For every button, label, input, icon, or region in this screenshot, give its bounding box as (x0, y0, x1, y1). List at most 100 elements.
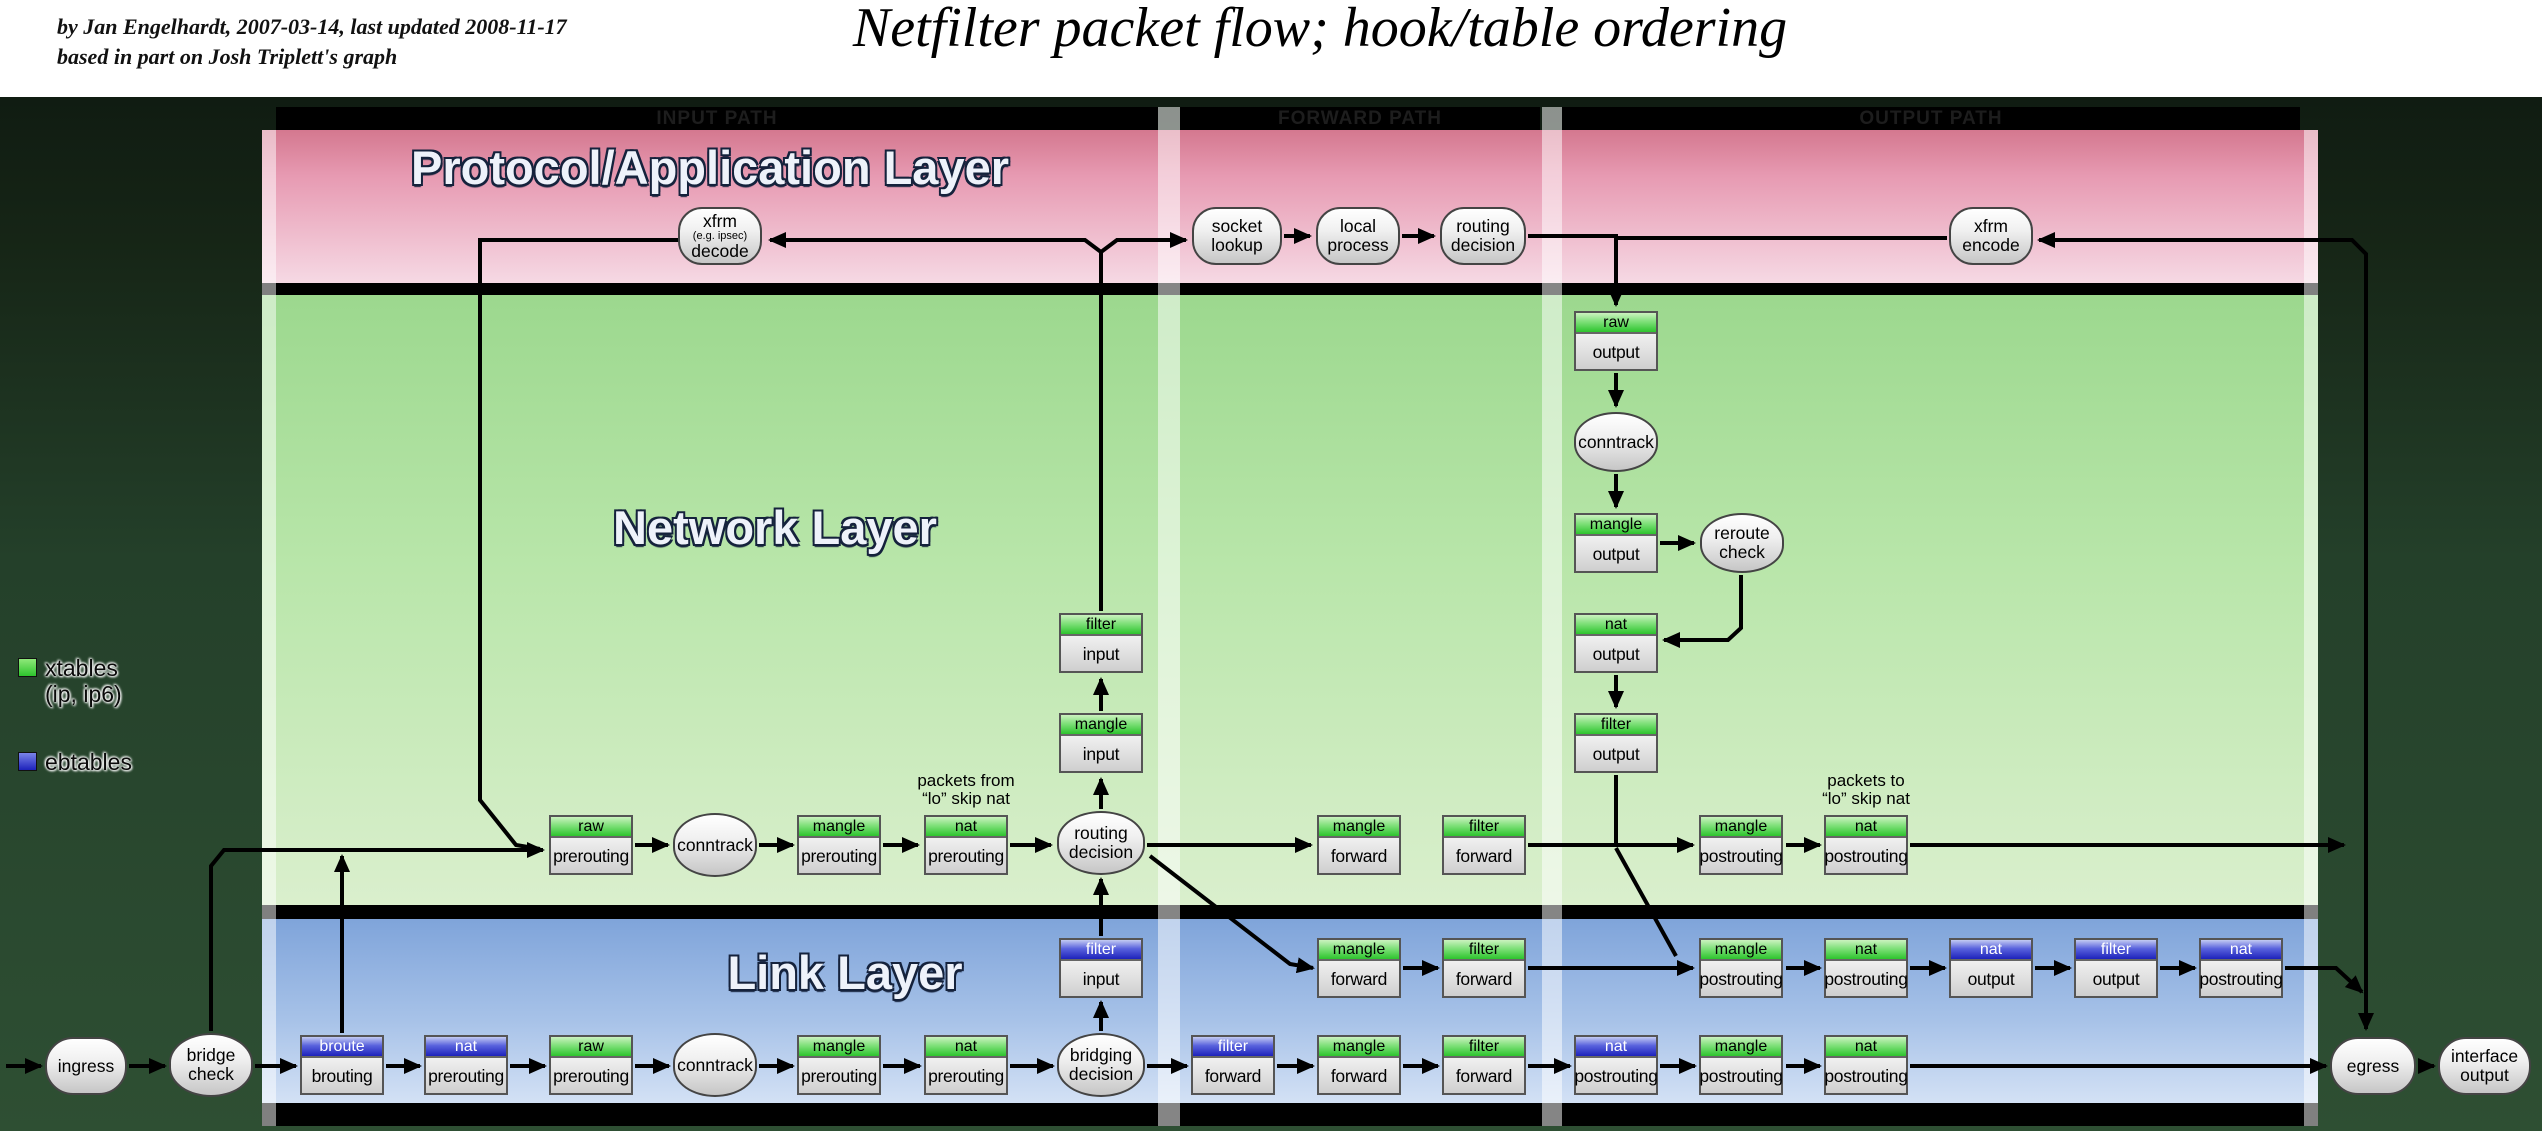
filter-forward-net-table: filter (1444, 817, 1524, 838)
note-packets-to-lo-line1: packets to (1827, 771, 1905, 790)
filter-forward-eb-chain: forward (1204, 1066, 1262, 1086)
mangle-input-net-chain: input (1082, 744, 1120, 764)
nat-postrouting-eb-out: nat postrouting (1574, 1035, 1658, 1095)
mangle-prerouting-net-table: mangle (799, 817, 879, 838)
column-gap-strip-2 (1542, 107, 1562, 1126)
raw-output-chain: output (1592, 342, 1640, 362)
xtables-green-swatch (18, 658, 37, 677)
filter-forward-br-table: filter (1444, 1037, 1524, 1058)
bridge-check-label: bridge (186, 1045, 236, 1065)
xfrm-decode-label: xfrm (702, 210, 738, 231)
mangle-postrouting-net-chain: postrouting (1699, 846, 1783, 866)
filter-output-eb-table: filter (2076, 940, 2156, 961)
filter-output-eb-chain: output (2092, 969, 2140, 989)
nat-output-eb-table: nat (1951, 940, 2031, 961)
routing-decision-net-label: routing (1074, 823, 1128, 843)
mangle-forward-br-table: mangle (1319, 1037, 1399, 1058)
header-bar-output-path: OUTPUT PATH (1562, 107, 2300, 130)
reroute-check-label: reroute (1714, 523, 1770, 543)
socket-lookup-label: lookup (1211, 235, 1263, 255)
mangle-forward-br: mangle forward (1317, 1035, 1401, 1095)
legend-ebtables-label: ebtables (45, 749, 132, 775)
nat-output-eb: nat output (1949, 938, 2033, 998)
bottom-black-bar (262, 1103, 2318, 1126)
nat-postrouting-link-chain: postrouting (1824, 969, 1908, 989)
nat-prerouting-br-chain: prerouting (928, 1066, 1004, 1086)
page-title: Netfilter packet flow; hook/table orderi… (852, 0, 1788, 59)
xfrm-decode: xfrm(e.g. ipsec)decode (678, 207, 762, 265)
note-packets-from-lo-line2: “lo” skip nat (922, 789, 1010, 808)
header-bar-input-path-label: INPUT PATH (656, 108, 778, 129)
mangle-postrouting-net-table: mangle (1701, 817, 1781, 838)
bridge-check-label: check (188, 1064, 234, 1084)
label-network-layer: Network Layer (613, 501, 937, 554)
legend-xtables-label: xtables (45, 655, 118, 681)
xfrm-decode-label: decode (691, 240, 749, 261)
nat-postrouting-eb2-chain: postrouting (2199, 969, 2283, 989)
note-packets-from-lo-line1: packets from (917, 771, 1015, 790)
filter-forward-link-chain: forward (1455, 969, 1513, 989)
mangle-output-chain: output (1592, 544, 1640, 564)
nat-output-eb-chain: output (1967, 969, 2015, 989)
nat-postrouting-br-chain: postrouting (1824, 1066, 1908, 1086)
socket-lookup-label: socket (1211, 216, 1263, 236)
conntrack-output-label: conntrack (1578, 431, 1654, 452)
label-protocol-application-layer: Protocol/Application Layer (410, 141, 1010, 194)
nat-postrouting-eb-out-table: nat (1576, 1037, 1656, 1058)
egress: egress (2330, 1037, 2416, 1095)
note-packets-from-lo: packets from “lo” skip nat (917, 772, 1014, 808)
filter-forward-br-chain: forward (1455, 1066, 1513, 1086)
raw-prerouting-br-table: raw (551, 1037, 631, 1058)
conntrack-output: conntrack (1574, 412, 1658, 472)
mangle-prerouting-br-table: mangle (799, 1037, 879, 1058)
xfrm-encode-label: xfrm (1973, 216, 2009, 236)
legend: xtables (ip, ip6) ebtables (18, 655, 132, 783)
filter-output-chain: output (1592, 744, 1640, 764)
title-strip (0, 0, 2542, 97)
mangle-forward-br-chain: forward (1330, 1066, 1388, 1086)
conntrack-bridge-label: conntrack (677, 1054, 753, 1075)
nat-output-table: nat (1576, 615, 1656, 636)
mangle-forward-net-chain: forward (1330, 846, 1388, 866)
raw-prerouting-br-chain: prerouting (553, 1066, 629, 1086)
mangle-prerouting-br-chain: prerouting (801, 1066, 877, 1086)
nat-prerouting-eb-chain: prerouting (428, 1066, 504, 1086)
nat-postrouting-net-chain: postrouting (1824, 846, 1908, 866)
separator-network-link (262, 905, 2318, 919)
reroute-check-label: check (1719, 542, 1765, 562)
raw-prerouting-br: raw prerouting (549, 1035, 633, 1095)
separator-app-network (262, 283, 2318, 295)
nat-postrouting-eb-out-chain: postrouting (1574, 1066, 1658, 1086)
band-right-edge-strip (2304, 130, 2318, 1126)
local-process-label: local (1340, 216, 1376, 236)
broute-brouting-chain: brouting (311, 1066, 373, 1086)
raw-prerouting-net-chain: prerouting (553, 846, 629, 866)
nat-prerouting-net-table: nat (926, 817, 1006, 838)
xfrm-decode-label: (e.g. ipsec) (692, 229, 748, 242)
ebtables-blue-swatch (18, 752, 37, 771)
filter-input-eb-chain: input (1082, 969, 1120, 989)
local-process-label: process (1327, 235, 1389, 255)
mangle-input-net-table: mangle (1061, 715, 1141, 736)
legend-xtables-sublabel: (ip, ip6) (45, 681, 122, 707)
column-gap-strip-1 (1158, 107, 1180, 1126)
